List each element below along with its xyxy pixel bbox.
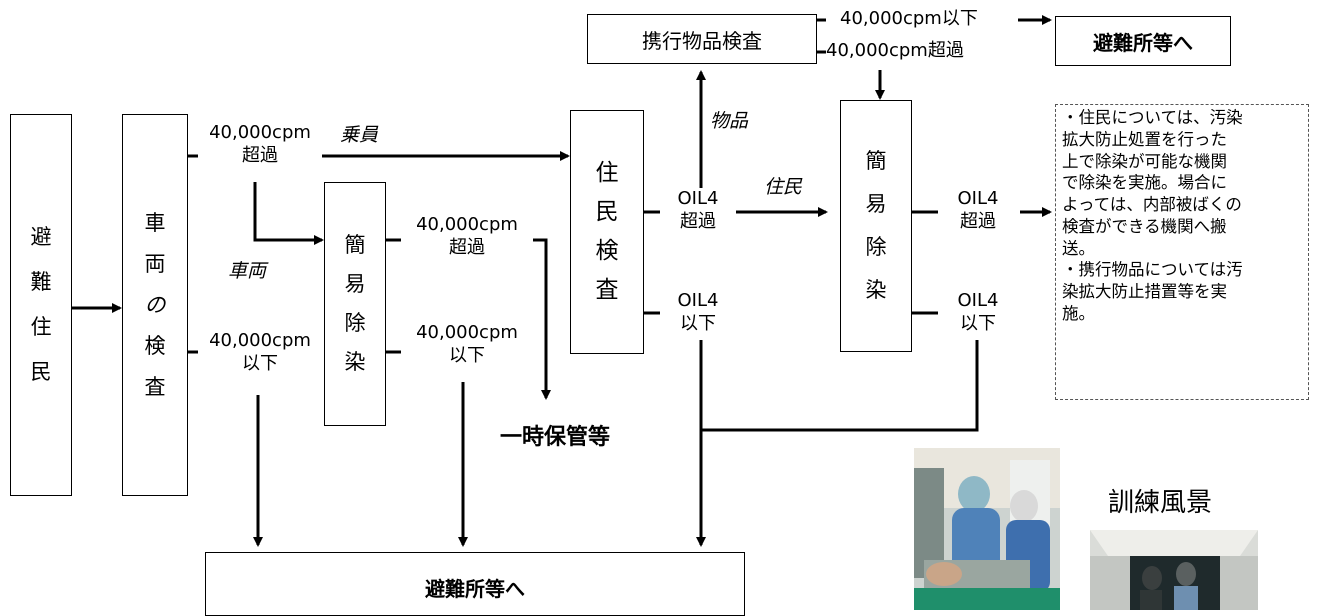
- decon1-char: 染: [344, 350, 366, 374]
- evacuee-char: 民: [30, 360, 52, 384]
- evacuee-char: 避: [30, 225, 52, 249]
- decon1-char: 除: [344, 311, 366, 335]
- route-label-residents: 住民: [764, 176, 803, 198]
- vehicle-under-label: 40,000cpm 以下: [198, 330, 322, 375]
- note-box: ・住民については、汚染 拡大防止処置を行った 上で除染が可能な機関 で除染を実施…: [1055, 104, 1309, 400]
- resident-check-char: 査: [595, 277, 619, 303]
- route-label-vehicle: 車両: [228, 260, 267, 282]
- resident-over-text: 超過: [680, 210, 716, 232]
- item-check-box: 携行物品検査: [587, 14, 817, 64]
- resident-over-value: OIL4: [677, 188, 719, 209]
- note-line: 施。: [1062, 303, 1095, 323]
- vehicle-check-char: 検: [144, 333, 166, 358]
- resident-under-label: OIL4 以下: [660, 290, 736, 335]
- note-line: 検査ができる機関へ搬: [1062, 216, 1227, 236]
- vehicle-under-text: 以下: [242, 352, 278, 374]
- note-line: で除染を実施。場合に: [1062, 173, 1227, 193]
- route-label-items: 物品: [710, 110, 749, 132]
- note-line: 拡大防止処置を行った: [1062, 129, 1227, 149]
- decon1-char: 簡: [344, 233, 366, 257]
- resident-over-label: OIL4 超過: [660, 188, 736, 233]
- decon2-over-label: OIL4 超過: [938, 188, 1018, 233]
- evacuee-char: 難: [30, 270, 52, 294]
- resident-check-char: 住: [595, 160, 619, 186]
- vehicle-check-box: 車 両 の 検 査: [122, 114, 188, 496]
- training-photo-1: [914, 448, 1060, 610]
- vehicle-over-value: 40,000cpm: [209, 122, 311, 143]
- decon2-char: 簡: [865, 149, 887, 173]
- shelter-box-top: 避難所等へ: [1055, 16, 1231, 66]
- vehicle-check-char: 車: [144, 210, 166, 235]
- note-line: ・住民については、汚染: [1062, 108, 1243, 127]
- decon1-under-value: 40,000cpm: [416, 322, 518, 343]
- evacuee-char: 住: [30, 315, 52, 339]
- photo-caption: 訓練風景: [1108, 488, 1213, 518]
- simple-decon-box-2: 簡 易 除 染: [840, 100, 912, 352]
- note-line: よっては、内部被ばくの: [1062, 195, 1242, 215]
- decon1-over-text: 超過: [449, 236, 485, 258]
- note-line: ・携行物品については汚: [1062, 260, 1243, 280]
- note-line: 染拡大防止措置等を実: [1062, 282, 1227, 302]
- decon2-char: 除: [865, 235, 887, 259]
- decon1-under-label: 40,000cpm 以下: [402, 322, 532, 367]
- resident-check-box: 住 民 検 査: [570, 110, 644, 354]
- decon2-over-text: 超過: [960, 210, 996, 232]
- temporary-storage-label: 一時保管等: [500, 425, 611, 450]
- route-label-passengers: 乗員: [340, 124, 379, 146]
- shelter-box-bottom: 避難所等へ: [205, 552, 745, 616]
- decon2-under-text: 以下: [960, 312, 996, 334]
- training-photo-2: [1090, 530, 1258, 610]
- decon2-char: 易: [865, 192, 887, 216]
- decon1-char: 易: [344, 272, 366, 296]
- vehicle-over-label: 40,000cpm 超過: [198, 122, 322, 167]
- resident-check-char: 検: [595, 238, 619, 264]
- decon1-over-value: 40,000cpm: [416, 214, 518, 235]
- vehicle-check-char: の: [144, 292, 166, 317]
- vehicle-check-char: 両: [144, 251, 166, 276]
- item-check-over-label: 40,000cpm超過: [826, 40, 964, 61]
- vehicle-over-text: 超過: [242, 144, 278, 166]
- decon1-over-label: 40,000cpm 超過: [402, 214, 532, 259]
- decon2-under-value: OIL4: [957, 290, 999, 311]
- note-line: 上で除染が可能な機関: [1062, 151, 1227, 171]
- evacuee-box: 避 難 住 民: [10, 114, 72, 496]
- item-check-under-label: 40,000cpm以下: [840, 8, 978, 29]
- resident-under-value: OIL4: [677, 290, 719, 311]
- vehicle-check-char: 査: [144, 374, 166, 399]
- decon2-over-value: OIL4: [957, 188, 999, 209]
- resident-under-text: 以下: [680, 312, 716, 334]
- decon1-under-text: 以下: [449, 344, 485, 366]
- decon2-under-label: OIL4 以下: [938, 290, 1018, 335]
- note-line: 送。: [1062, 238, 1095, 258]
- resident-check-char: 民: [595, 199, 619, 225]
- simple-decon-box-1: 簡 易 除 染: [324, 182, 386, 426]
- decon2-char: 染: [865, 278, 887, 302]
- vehicle-under-value: 40,000cpm: [209, 330, 311, 351]
